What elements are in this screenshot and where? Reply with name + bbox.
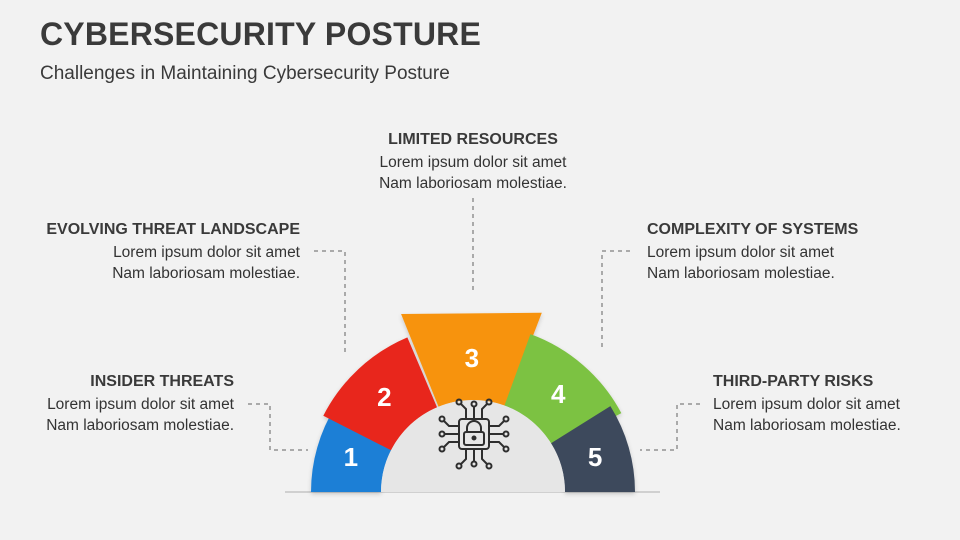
segment-2 — [323, 337, 438, 451]
segment-3 — [401, 312, 542, 407]
segment-5-line2: Nam laboriosam molestiae. — [713, 417, 901, 434]
segment-2-heading: EVOLVING THREAT LANDSCAPE — [46, 221, 300, 238]
segment-5-number: 5 — [588, 442, 602, 472]
label-limited-resources: LIMITED RESOURCES Lorem ipsum dolor sit … — [323, 131, 623, 194]
segment-3-line2: Nam laboriosam molestiae. — [379, 175, 567, 192]
segment-1-number: 1 — [344, 442, 358, 472]
segment-3-heading: LIMITED RESOURCES — [388, 131, 558, 148]
segment-2-line1: Lorem ipsum dolor sit amet — [113, 244, 300, 261]
label-complexity: COMPLEXITY OF SYSTEMS Lorem ipsum dolor … — [647, 221, 858, 284]
segment-4-line1: Lorem ipsum dolor sit amet — [647, 244, 834, 261]
page-title: CYBERSECURITY POSTURE — [40, 16, 482, 52]
segment-1-line1: Lorem ipsum dolor sit amet — [47, 396, 234, 413]
segment-3-line1: Lorem ipsum dolor sit amet — [379, 154, 567, 171]
connector-2 — [314, 250, 346, 352]
segment-4-line2: Nam laboriosam molestiae. — [647, 265, 835, 282]
segment-5 — [551, 406, 635, 492]
segment-1-line2: Nam laboriosam molestiae. — [46, 417, 234, 434]
segment-2-number: 2 — [377, 382, 391, 412]
segment-1 — [311, 406, 395, 492]
page-subtitle: Challenges in Maintaining Cybersecurity … — [40, 63, 450, 84]
label-third-party: THIRD-PARTY RISKS Lorem ipsum dolor sit … — [713, 373, 901, 436]
segment-5-line1: Lorem ipsum dolor sit amet — [713, 396, 900, 413]
connector-1 — [248, 403, 308, 451]
segment-4-heading: COMPLEXITY OF SYSTEMS — [647, 221, 859, 238]
segment-2-line2: Nam laboriosam molestiae. — [112, 265, 300, 282]
label-insider-threats: INSIDER THREATS Lorem ipsum dolor sit am… — [46, 373, 234, 436]
segment-5-heading: THIRD-PARTY RISKS — [713, 373, 874, 390]
segment-4-number: 4 — [551, 379, 566, 409]
connector-5 — [640, 403, 700, 451]
label-evolving-threat: EVOLVING THREAT LANDSCAPE Lorem ipsum do… — [46, 221, 300, 284]
connector-4 — [601, 250, 630, 350]
segment-3-number: 3 — [465, 343, 479, 373]
segment-1-heading: INSIDER THREATS — [90, 373, 234, 390]
circuit-lock-icon — [438, 398, 510, 470]
